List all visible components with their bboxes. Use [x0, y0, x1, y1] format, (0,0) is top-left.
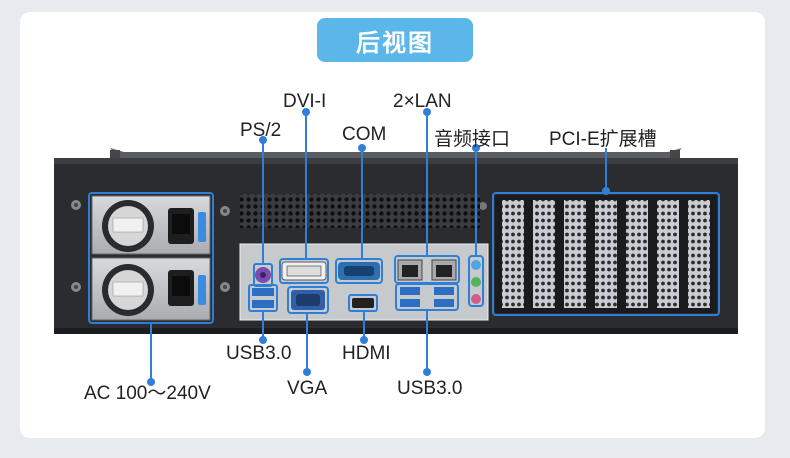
vga-port-icon [296, 294, 320, 306]
label-audio: 音频接口 [434, 129, 511, 150]
label-usb-left: USB3.0 [226, 343, 292, 364]
hdmi-port-icon [352, 298, 374, 308]
label-hdmi: HDMI [342, 343, 391, 364]
label-pcie: PCI-E扩展槽 [549, 129, 657, 150]
pcie-slot-cover-icon [495, 195, 717, 313]
callout-dots [147, 108, 610, 386]
com-port-icon [344, 266, 374, 276]
label-vga: VGA [287, 378, 328, 399]
page-title: 后视图 [317, 18, 473, 62]
callouts [88, 112, 720, 382]
label-usb-right: USB3.0 [397, 378, 463, 399]
audio-jack-icon [471, 260, 481, 270]
psu-module-icon [91, 195, 211, 321]
dvi-port-icon [286, 265, 322, 277]
screw-icon [71, 200, 487, 292]
chassis-vent [240, 194, 480, 228]
label-com: COM [342, 124, 387, 145]
label-ps2: PS/2 [240, 120, 282, 141]
label-dvi: DVI-I [283, 91, 327, 112]
label-lan: 2×LAN [393, 91, 452, 112]
usb-port-icon [252, 288, 274, 296]
lan-port-icon [436, 265, 452, 277]
label-ac: AC 100～240V [84, 383, 211, 404]
lan-port-icon [402, 265, 418, 277]
